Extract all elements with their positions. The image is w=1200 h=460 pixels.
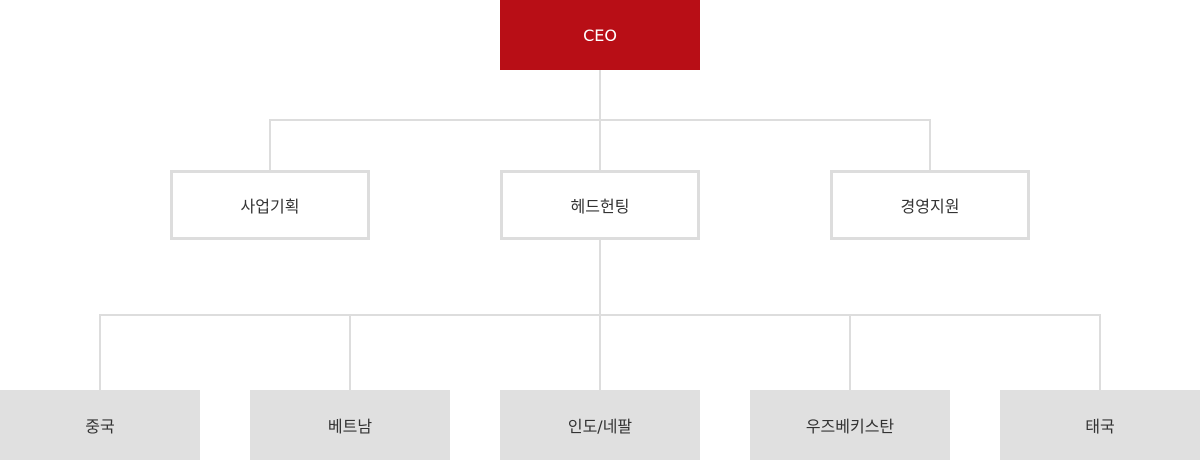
connector-line [269,119,931,121]
country-uzbekistan: 우즈베키스탄 [750,390,950,460]
country-vietnam: 베트남 [250,390,450,460]
connector-line [269,119,271,170]
connector-line [929,119,931,170]
dept-management-support: 경영지원 [830,170,1030,240]
dept-label: 헤드헌팅 [570,197,630,216]
country-label: 태국 [1085,417,1115,436]
country-china: 중국 [0,390,200,460]
dept-headhunting: 헤드헌팅 [500,170,700,240]
connector-line [99,314,1101,316]
country-label: 우즈베키스탄 [805,417,895,436]
country-label: 베트남 [327,417,373,436]
country-india-nepal: 인도/네팔 [500,390,700,460]
country-label: 인도/네팔 [567,417,633,436]
dept-label: 사업기획 [240,197,300,216]
connector-line [99,314,101,390]
connector-line [1099,314,1101,390]
dept-business-planning: 사업기획 [170,170,370,240]
country-thailand: 태국 [1000,390,1200,460]
dept-label: 경영지원 [900,197,960,216]
connector-line [849,314,851,390]
ceo-node: CEO [500,0,700,70]
ceo-label: CEO [583,25,617,45]
connector-line [349,314,351,390]
country-label: 중국 [85,417,115,436]
